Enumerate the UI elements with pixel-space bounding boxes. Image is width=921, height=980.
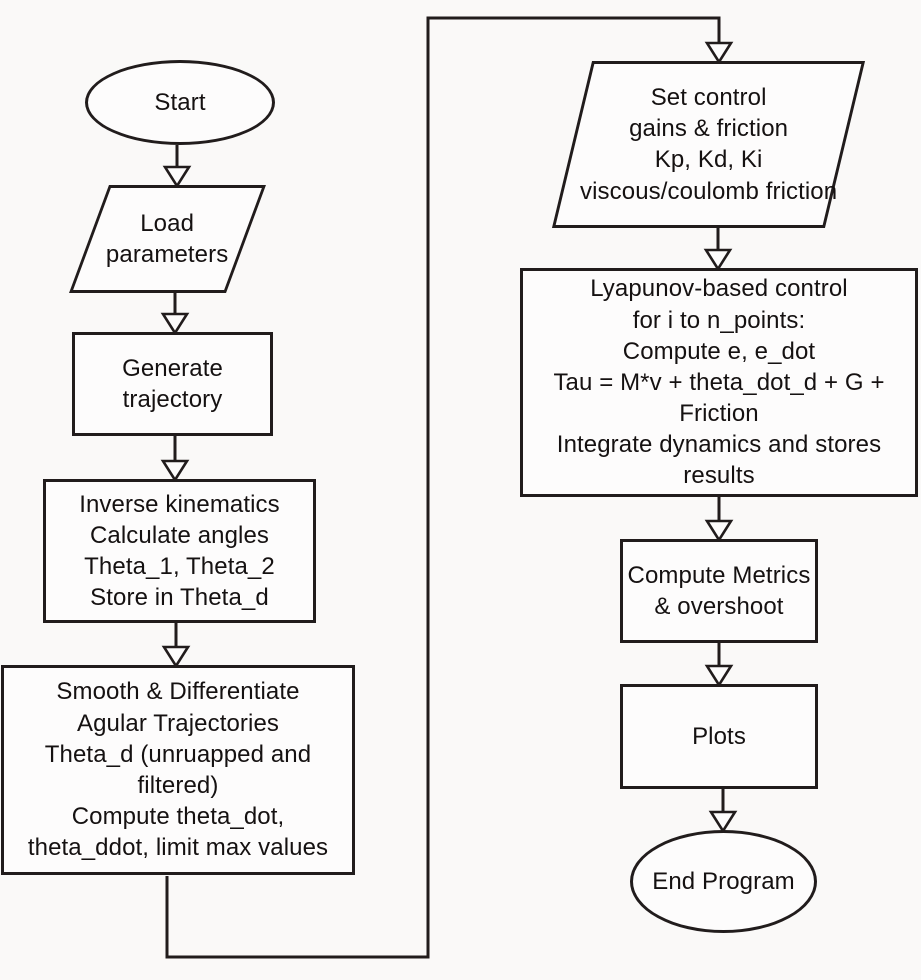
arrowhead-plots-to-end (708, 810, 738, 834)
lyapunov-control-process-node: Lyapunov-based control for i to n_points… (520, 268, 918, 497)
arrowhead-generate-to-inverse (160, 459, 190, 483)
compute-metrics-label: Compute Metrics & overshoot (627, 561, 811, 620)
compute-metrics-process-node: Compute Metrics & overshoot (620, 539, 818, 643)
smooth-differentiate-label: Smooth & Differentiate Agular Trajectori… (27, 678, 329, 862)
arrowhead-into-gains (704, 41, 734, 65)
set-control-gains-io-node: Set control gains & friction Kp, Kd, Ki … (551, 61, 866, 228)
set-control-gains-label: Set control gains & friction Kp, Kd, Ki … (579, 84, 838, 205)
inverse-kinematics-label: Inverse kinematics Calculate angles Thet… (79, 490, 280, 612)
smooth-differentiate-process-node: Smooth & Differentiate Agular Trajectori… (1, 665, 355, 875)
plots-process-node: Plots (620, 684, 818, 789)
arrowhead-gains-to-lyapunov (703, 248, 733, 272)
end-node-label: End Program (652, 867, 795, 895)
load-parameters-label: Load parameters (106, 209, 229, 268)
start-node-label: Start (154, 88, 206, 116)
end-terminator-node: End Program (630, 830, 817, 933)
arrowhead-metrics-to-plots (704, 664, 734, 688)
plots-label: Plots (692, 722, 746, 750)
arrowhead-inverse-to-smooth (161, 645, 191, 669)
generate-trajectory-process-node: Generate trajectory (72, 332, 273, 436)
connector-smooth-to-gains-line (165, 16, 721, 959)
arrowhead-start-to-load (162, 165, 192, 189)
generate-trajectory-label: Generate trajectory (122, 354, 223, 413)
inverse-kinematics-process-node: Inverse kinematics Calculate angles Thet… (43, 479, 316, 623)
arrowhead-load-to-generate (160, 312, 190, 336)
lyapunov-control-label: Lyapunov-based control for i to n_points… (553, 275, 885, 490)
start-terminator-node: Start (85, 60, 275, 145)
arrowhead-lyapunov-to-metrics (704, 519, 734, 543)
